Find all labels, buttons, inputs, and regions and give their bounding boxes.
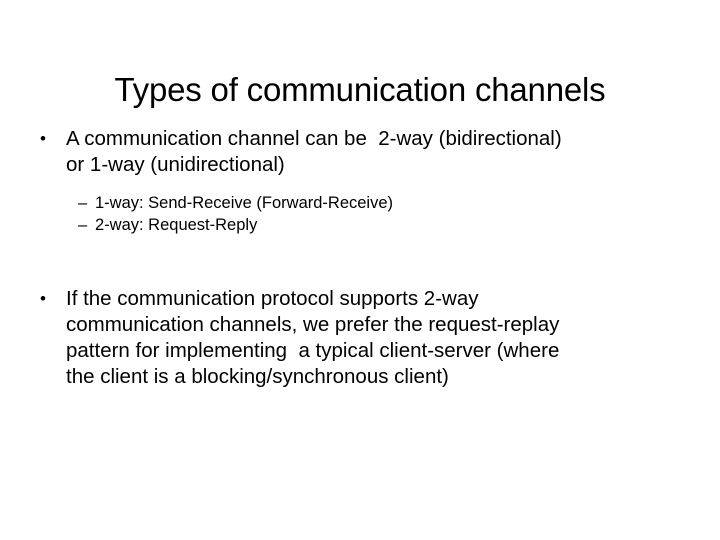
bullet-text: If the communication protocol supports 2…: [66, 286, 666, 390]
dash-marker-icon: –: [78, 216, 88, 234]
bullet-item: • A communication channel can be 2-way (…: [36, 126, 684, 178]
bullet-text: A communication channel can be 2-way (bi…: [66, 126, 666, 178]
bullet-text-line: If the communication protocol supports 2…: [66, 287, 479, 310]
page-title: Types of communication channels: [114, 71, 606, 109]
bullet-marker-icon: •: [40, 289, 46, 308]
slide-body: • A communication channel can be 2-way (…: [36, 126, 684, 390]
sub-bullet-item: – 1-way: Send-Receive (Forward-Receive): [36, 192, 684, 214]
bullet-text-line: A communication channel can be 2-way (bi…: [66, 127, 562, 150]
paragraph-spacer: [36, 236, 684, 286]
bullet-text-line: communication channels, we prefer the re…: [66, 313, 560, 336]
sub-bullet-item: – 2-way: Request-Reply: [36, 214, 684, 236]
bullet-text-line: or 1-way (unidirectional): [66, 153, 285, 176]
sub-bullet-text: 2-way: Request-Reply: [95, 216, 258, 234]
bullet-marker-icon: •: [40, 129, 46, 148]
bullet-item: • If the communication protocol supports…: [36, 286, 684, 390]
sub-bullet-list: – 1-way: Send-Receive (Forward-Receive) …: [36, 192, 684, 236]
dash-marker-icon: –: [78, 194, 88, 212]
bullet-text-line: pattern for implementing a typical clien…: [66, 339, 560, 362]
bullet-text-line: the client is a blocking/synchronous cli…: [66, 365, 449, 388]
sub-bullet-text: 1-way: Send-Receive (Forward-Receive): [95, 194, 394, 212]
